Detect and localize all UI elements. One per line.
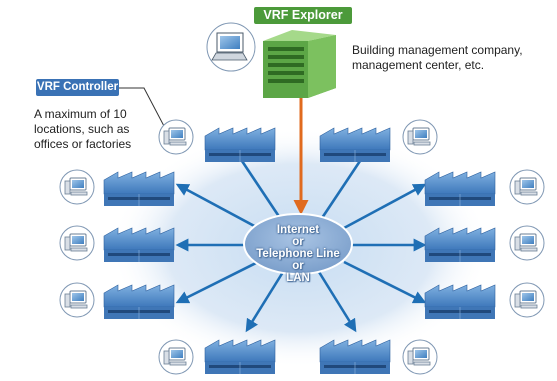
controller-leader-line xyxy=(119,87,166,129)
arrow-lower-left xyxy=(175,260,259,304)
locations-note: A maximum of 10 locations, such as offic… xyxy=(34,107,152,152)
site-bottom-left xyxy=(158,339,276,375)
arrow-bottom-left xyxy=(245,271,285,333)
site-top-left xyxy=(158,119,276,163)
locations-note-line: A maximum of 10 xyxy=(34,107,127,121)
vrf-controller-label: VRF Controller xyxy=(36,79,119,96)
network-label-line: or xyxy=(292,260,304,272)
network-hub xyxy=(243,213,353,275)
arrow-lower-right xyxy=(343,260,427,304)
network-label-line: Telephone Line xyxy=(256,248,340,260)
arrow-bottom-right xyxy=(317,271,357,333)
arrow-upper-right xyxy=(343,183,427,230)
site-lower-left xyxy=(59,282,175,320)
building-note-line: Building management company, xyxy=(352,43,523,57)
arrow-upper-left xyxy=(175,183,259,230)
network-label-line: LAN xyxy=(286,272,310,284)
vrf-explorer-label: VRF Explorer xyxy=(254,7,352,24)
building-note-line: management center, etc. xyxy=(352,58,485,72)
site-bottom-right xyxy=(319,339,438,375)
network-label-line: Internet xyxy=(276,224,320,236)
network-label: Internet or Telephone Line or LAN xyxy=(243,224,353,284)
office-building-icon xyxy=(263,30,336,98)
laptop-icon xyxy=(206,22,256,72)
locations-note-line: locations, such as xyxy=(34,122,130,136)
locations-note-line: offices or factories xyxy=(34,137,132,151)
site-upper-left xyxy=(59,169,175,207)
network-label-line: or xyxy=(292,236,304,248)
building-management-note: Building management company, management … xyxy=(352,43,557,73)
site-middle-left xyxy=(59,225,175,263)
